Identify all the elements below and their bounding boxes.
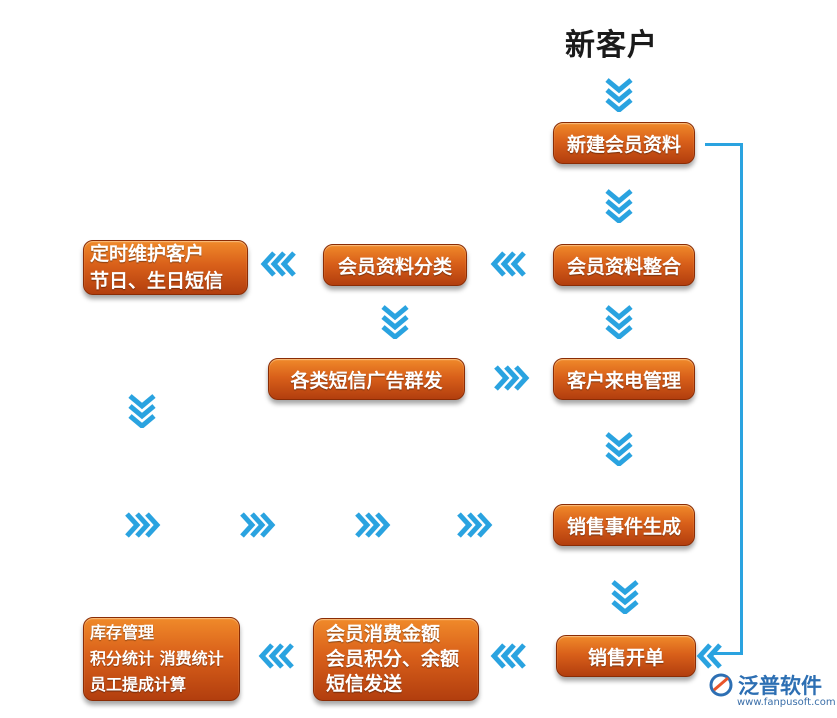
stock-line-3: 员工提成计算 [90,675,187,694]
arrow-down-icon [605,78,633,112]
arrow-down-icon [381,305,409,339]
arrow-right-icon [355,512,391,538]
arrow-left-icon [490,251,526,277]
care-line-2: 节日、生日短信 [90,269,224,292]
step-sales-event-box: 销售事件生成 [553,504,695,546]
stock-line-2: 积分统计 消费统计 [90,649,224,668]
connector-line-bottom [712,652,743,655]
arrow-left-icon [260,251,296,277]
care-line-1: 定时维护客户 [90,242,205,265]
brand-name: 泛普软件 [738,673,822,698]
brand-url: www.fanpusoft.com [737,697,836,708]
step-classify-box: 会员资料分类 [323,244,467,286]
step-call-mgmt-box: 客户来电管理 [553,358,695,400]
arrow-left-icon [258,643,294,669]
arrow-down-icon [605,432,633,466]
stock-line-1: 库存管理 [90,623,155,642]
connector-line-top [705,143,743,146]
brand-logo: 泛普软件 [708,670,822,700]
step-member-consume-box: 会员消费金额 会员积分、余额 短信发送 [313,618,479,701]
arrow-down-icon [605,305,633,339]
arrow-down-icon [128,394,156,428]
arrow-down-icon [605,189,633,223]
step-stock-stats-box: 库存管理 积分统计 消费统计 员工提成计算 [83,617,240,701]
arrow-right-icon [457,512,493,538]
step-new-member-box: 新建会员资料 [553,122,695,164]
arrow-right-icon [125,512,161,538]
step-sms-ads-box: 各类短信广告群发 [268,358,465,400]
step-sales-order-box: 销售开单 [556,635,696,677]
arrow-down-icon [611,580,639,614]
connector-line-vertical [740,143,743,655]
step-integrate-box: 会员资料整合 [553,244,695,286]
consume-line-1: 会员消费金额 [326,623,441,645]
page-title: 新客户 [565,28,658,63]
arrow-right-icon [494,365,530,391]
consume-line-3: 短信发送 [326,673,403,695]
consume-line-2: 会员积分、余额 [326,648,460,670]
arrow-left-icon [490,643,526,669]
step-care-box: 定时维护客户 节日、生日短信 [83,240,248,295]
arrow-right-icon [240,512,276,538]
arrow-left-icon [696,643,722,669]
brand-logo-icon [709,673,733,697]
